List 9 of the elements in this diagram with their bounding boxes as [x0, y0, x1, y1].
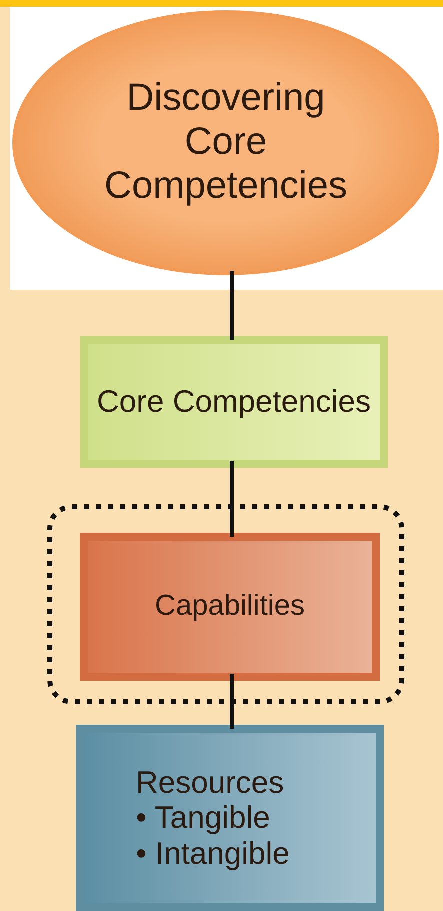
connector-line: [230, 461, 234, 537]
list-item: • Intangible: [136, 836, 290, 872]
connector-line: [230, 674, 234, 729]
list-item: • Tangible: [136, 800, 270, 836]
connector-line: [230, 271, 234, 340]
node-label: Capabilities: [155, 590, 305, 624]
node-label: Core Competencies: [97, 384, 371, 420]
node-label: Resources: [136, 764, 284, 800]
node-label: Discovering Core Competencies: [104, 77, 348, 209]
